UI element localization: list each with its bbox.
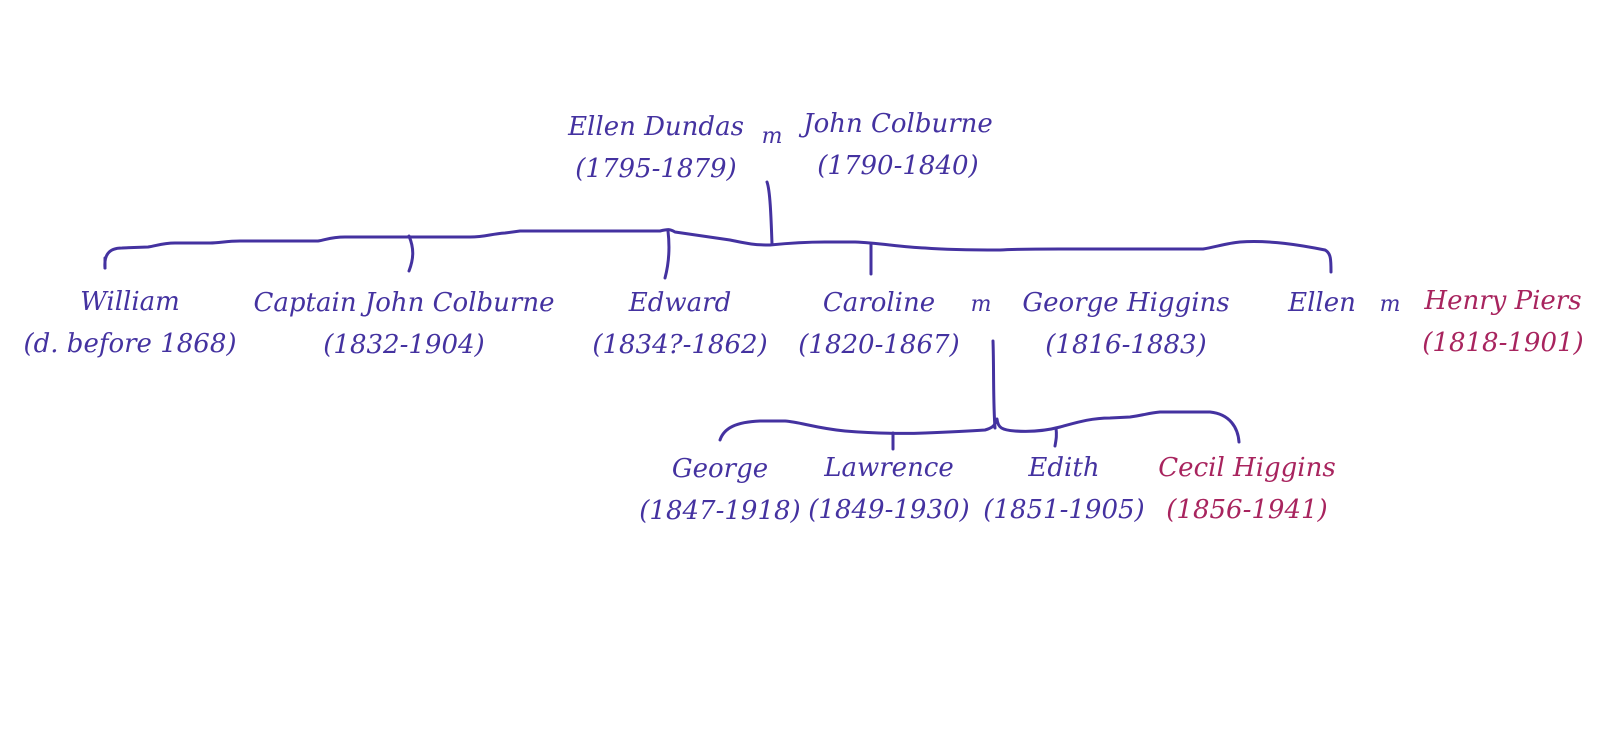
person-dates: (1818-1901) [1422,328,1584,358]
marriage-marker: m [761,124,783,149]
person-dates: (1790-1840) [817,151,979,181]
grandchildren-sibling-bar [718,410,1241,444]
person-henry-piers: Henry Piers (1818-1901) [1422,280,1583,364]
person-name: Edward [628,288,732,318]
person-name: Henry Piers [1424,286,1582,316]
person-cecil-higgins: Cecil Higgins (1856-1941) [1158,447,1335,531]
person-name: William [80,287,180,317]
edward-drop-line [663,229,671,280]
parents-descent-line [765,180,774,246]
person-name: John Colburne [803,109,993,139]
person-george-higgins: George Higgins (1816-1883) [1022,282,1229,366]
edith-drop-line [1053,426,1058,448]
captain-john-drop-line [407,234,415,273]
person-edward: Edward (1834?-1862) [592,282,767,366]
marriage-marker: m [970,292,992,317]
marriage-marker: m [1379,292,1401,317]
person-william: William (d. before 1868) [23,281,236,365]
person-name: Cecil Higgins [1158,453,1336,483]
person-george: George (1847-1918) [639,448,800,532]
person-ellen: Ellen [1288,282,1356,324]
person-dates: (1795-1879) [575,154,737,184]
higgins-descent-line [991,339,997,430]
person-dates: (1820-1867) [798,330,960,360]
person-dates: (1856-1941) [1166,495,1328,525]
person-name: George Higgins [1022,288,1230,318]
person-dates: (1849-1930) [808,495,970,525]
person-ellen-dundas: Ellen Dundas (1795-1879) [568,106,744,190]
person-dates: (1851-1905) [983,495,1145,525]
person-dates: (d. before 1868) [23,329,237,359]
person-edith: Edith (1851-1905) [983,447,1144,531]
person-name: Captain John Colburne [253,288,555,318]
person-lawrence: Lawrence (1849-1930) [808,447,969,531]
person-captain-john-colburne: Captain John Colburne (1832-1904) [254,282,555,366]
person-name: Lawrence [824,453,954,483]
person-john-colburne: John Colburne (1790-1840) [803,103,993,187]
person-name: George [671,454,769,484]
person-caroline: Caroline (1820-1867) [798,282,959,366]
person-name: Edith [1028,453,1100,483]
children-sibling-bar [103,228,1333,274]
person-dates: (1816-1883) [1045,330,1207,360]
person-name: Caroline [822,288,936,318]
person-name: Ellen Dundas [568,112,744,142]
person-dates: (1832-1904) [323,330,485,360]
person-dates: (1847-1918) [639,496,801,526]
person-dates: (1834?-1862) [592,330,768,360]
person-name: Ellen [1288,288,1356,318]
